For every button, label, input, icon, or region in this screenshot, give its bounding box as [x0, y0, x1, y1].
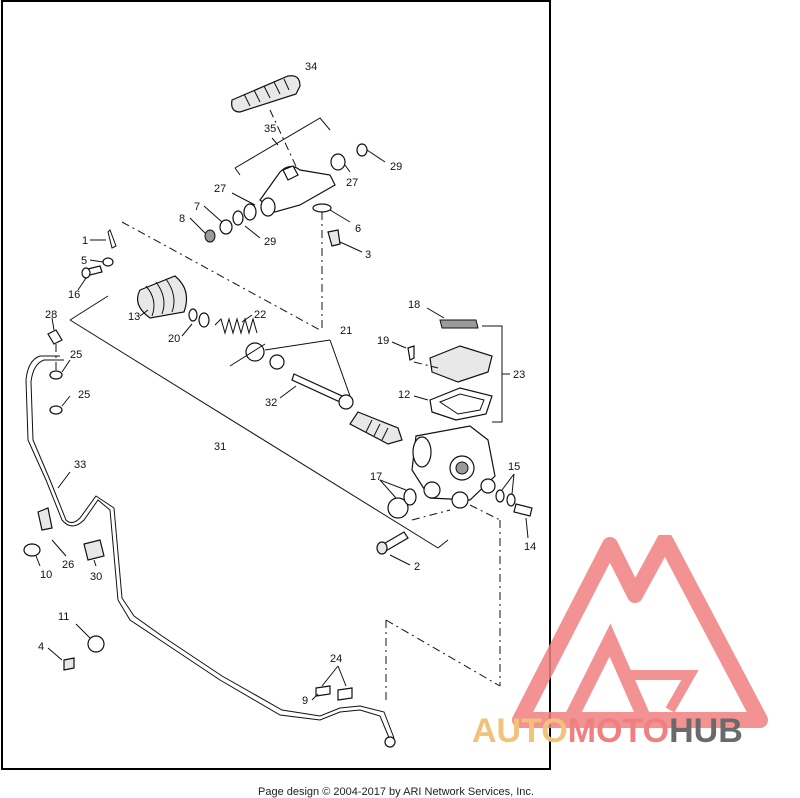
footer-copyright: Page design © 2004-2017 by ARI Network S…	[258, 786, 534, 798]
callout-32: 32	[265, 397, 277, 409]
logo-wordmark: AUTOMOTOHUB	[472, 712, 743, 751]
callout-16: 16	[68, 289, 80, 301]
callout-13: 13	[128, 311, 140, 323]
callout-27-left: 27	[214, 183, 226, 195]
callout-20: 20	[168, 333, 180, 345]
callout-34: 34	[305, 61, 317, 73]
callout-23: 23	[513, 369, 525, 381]
logo-word-moto: MOTO	[567, 712, 670, 750]
callout-19: 19	[377, 335, 389, 347]
callout-15: 15	[508, 461, 520, 473]
pedal-lever	[259, 165, 336, 217]
callout-5: 5	[81, 255, 87, 267]
master-cylinder	[411, 425, 496, 509]
callout-14: 14	[524, 541, 536, 553]
callout-28: 28	[45, 309, 57, 321]
callout-12: 12	[398, 389, 410, 401]
callout-30: 30	[90, 571, 102, 583]
callout-29-left: 29	[264, 236, 276, 248]
callout-18: 18	[408, 299, 420, 311]
callout-8: 8	[179, 213, 185, 225]
callout-22: 22	[254, 309, 266, 321]
callout-25-top: 25	[70, 349, 82, 361]
spring	[214, 317, 258, 335]
callout-17: 17	[370, 471, 382, 483]
callout-3: 3	[365, 249, 371, 261]
callout-26: 26	[62, 559, 74, 571]
rubber-boot	[137, 275, 188, 319]
callout-9: 9	[302, 695, 308, 707]
callout-24: 24	[330, 653, 342, 665]
callout-2: 2	[414, 561, 420, 573]
callout-10: 10	[40, 569, 52, 581]
callout-4: 4	[38, 641, 44, 653]
callout-33: 33	[74, 459, 86, 471]
clutch-hose	[25, 355, 396, 748]
callout-35: 35	[264, 123, 276, 135]
automotohub-logo-icon	[512, 535, 768, 728]
callout-27-right: 27	[346, 177, 358, 189]
logo-word-hub: HUB	[669, 712, 743, 750]
callout-1: 1	[82, 235, 88, 247]
callout-21: 21	[340, 325, 352, 337]
callout-29-top: 29	[390, 161, 402, 173]
callout-11: 11	[58, 611, 69, 623]
callout-7: 7	[194, 201, 200, 213]
callout-6: 6	[355, 223, 361, 235]
logo-word-auto: AUTO	[472, 712, 568, 750]
callout-25-bottom: 25	[78, 389, 90, 401]
callout-31: 31	[214, 441, 226, 453]
pedal-pad	[231, 75, 301, 113]
